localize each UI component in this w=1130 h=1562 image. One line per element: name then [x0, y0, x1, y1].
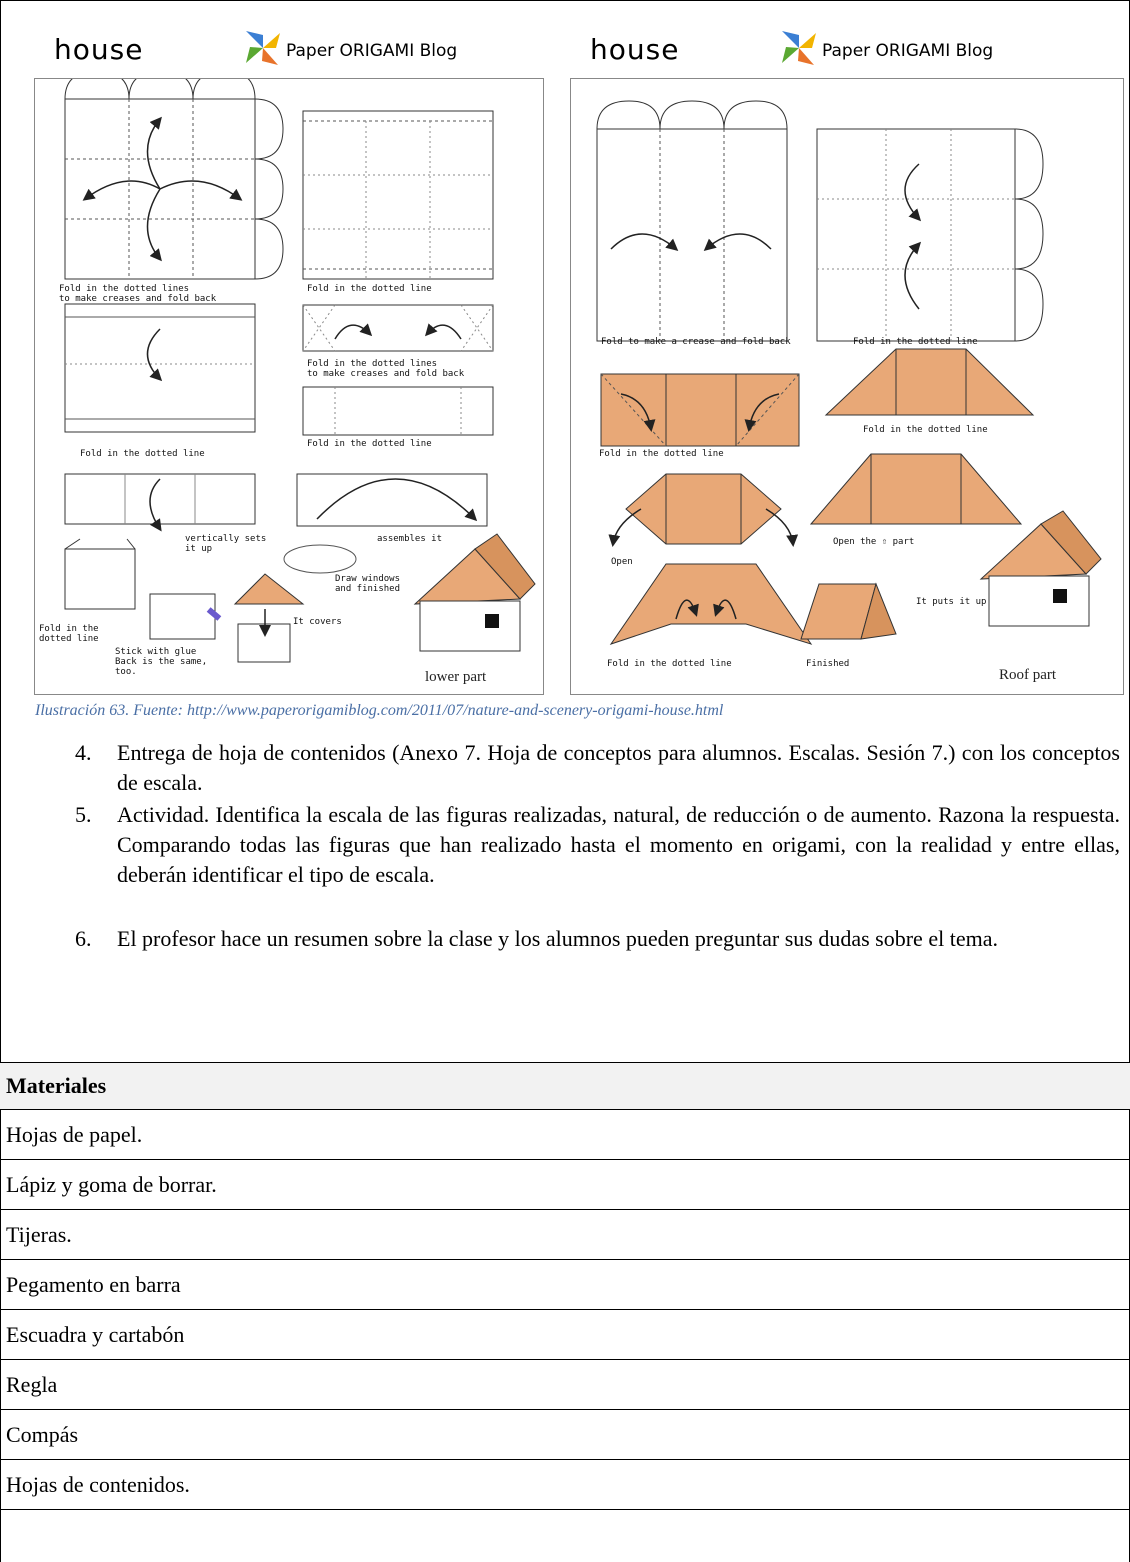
brand-name: Paper ORIGAMI Blog [822, 41, 994, 61]
step-5-label: Open [611, 557, 633, 567]
step-7-label: assembles it [377, 534, 443, 544]
part-label: lower part [425, 669, 487, 685]
materials-row: Compás [0, 1410, 1130, 1460]
material-text: Regla [6, 1372, 58, 1397]
step-9-label: It puts it up [916, 597, 987, 607]
material-text: Lápiz y goma de borrar. [6, 1172, 217, 1197]
step-3-label: Fold in the dotted line [80, 449, 205, 459]
sheet-title: house [54, 33, 144, 66]
sheet-title: house [590, 33, 680, 66]
step-text: Actividad. Identifica la escala de las f… [117, 802, 1120, 887]
brand-name: Paper ORIGAMI Blog [286, 41, 458, 61]
step-10-label: It covers [293, 617, 342, 627]
materials-row: Pegamento en barra [0, 1260, 1130, 1310]
sheet-diagram: Fold to make a crease and fold back Fold… [570, 78, 1124, 695]
step-2-label: Fold in the dotted line [307, 284, 432, 294]
pinwheel-logo-icon [782, 31, 816, 65]
step-number: 4. [75, 740, 92, 765]
lower-part-diagram [64, 79, 536, 663]
step-9-label: Stick with glue Back is the same, too. [115, 647, 208, 677]
roof-part-diagram [596, 100, 1102, 645]
sheet-header: house Paper ORIGAMI Blog [570, 5, 1124, 85]
step-text: El profesor hace un resumen sobre la cla… [117, 926, 998, 951]
step-8-label: Fold in the dotted line [39, 624, 99, 644]
step-2-label: Fold in the dotted line [853, 337, 978, 347]
step-11-label: Draw windows and finished [335, 574, 401, 594]
pinwheel-logo-icon [246, 31, 280, 65]
material-text: Escuadra y cartabón [6, 1322, 185, 1347]
materials-title: Materiales [6, 1073, 107, 1098]
materials-row: Lápiz y goma de borrar. [0, 1160, 1130, 1210]
step-4-label: Fold in the dotted lines to make creases… [307, 359, 465, 379]
part-label: Roof part [999, 667, 1057, 683]
materials-row: Hojas de contenidos. [0, 1460, 1130, 1510]
material-text: Compás [6, 1422, 79, 1447]
sheet-diagram: Fold in the dotted lines to make creases… [34, 78, 544, 695]
material-text: Tijeras. [6, 1222, 72, 1247]
step-8-label: Finished [806, 659, 850, 669]
step-6-label: Open the ⇧ part [833, 537, 915, 547]
step-3-label: Fold in the dotted line [599, 449, 724, 459]
materials-row: Escuadra y cartabón [0, 1310, 1130, 1360]
step-4-label: Fold in the dotted line [863, 425, 988, 435]
step-number: 5. [75, 802, 92, 827]
materials-header: Materiales [0, 1062, 1130, 1110]
step-1-label: Fold in the dotted lines to make creases… [59, 284, 217, 304]
step-1-label: Fold to make a crease and fold back [601, 337, 791, 347]
materials-row: Regla [0, 1360, 1130, 1410]
sheet-header: house Paper ORIGAMI Blog [34, 5, 544, 85]
step-5-label: Fold in the dotted line [307, 439, 432, 449]
step-number: 6. [75, 926, 92, 951]
step-6-label: vertically sets it up [185, 534, 267, 554]
step-text: Entrega de hoja de contenidos (Anexo 7. … [117, 740, 1120, 795]
instruction-sheet-roof-part: house Paper ORIGAMI Blog [570, 5, 1124, 695]
step-7-label: Fold in the dotted line [607, 659, 732, 669]
material-text: Hojas de papel. [6, 1122, 143, 1147]
materials-row: Hojas de papel. [0, 1110, 1130, 1160]
material-text: Pegamento en barra [6, 1272, 181, 1297]
origami-figure: house Paper ORIGAMI Blog [34, 5, 1124, 695]
instruction-sheet-lower-part: house Paper ORIGAMI Blog [34, 5, 544, 695]
material-text: Hojas de contenidos. [6, 1472, 190, 1497]
materials-row: Tijeras. [0, 1210, 1130, 1260]
figure-caption: Ilustración 63. Fuente: http://www.paper… [35, 702, 724, 719]
